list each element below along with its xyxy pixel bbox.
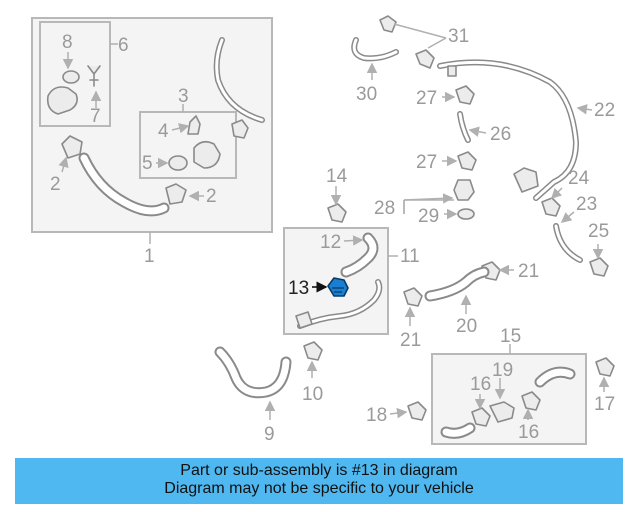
label-12: 12	[320, 232, 341, 253]
label-16-b: 16	[518, 422, 539, 443]
part-19-valve[interactable]	[489, 401, 515, 423]
label-20: 20	[456, 316, 477, 337]
part-17-clamp[interactable]	[595, 357, 615, 377]
part-29-seal[interactable]	[457, 208, 475, 220]
label-31: 31	[448, 26, 469, 47]
middle-parts	[214, 261, 514, 420]
label-25: 25	[588, 221, 609, 242]
part-23-hose[interactable]	[553, 223, 583, 263]
part-16-clamp-b[interactable]	[521, 391, 541, 411]
part-25-clamp[interactable]	[589, 257, 609, 277]
label-2-b: 2	[206, 186, 217, 207]
label-27-a: 27	[416, 88, 437, 109]
part-5-ring[interactable]	[168, 155, 188, 171]
label-1: 1	[144, 246, 155, 267]
part-14-clamp[interactable]	[327, 203, 347, 223]
part-7-bracket[interactable]	[87, 65, 101, 87]
banner-line-1: Part or sub-assembly is #13 in diagram	[180, 462, 458, 479]
upper-right-parts	[327, 15, 609, 277]
label-18: 18	[366, 405, 387, 426]
part-24-clamp[interactable]	[541, 197, 561, 217]
label-10: 10	[302, 384, 323, 405]
part-10-clamp[interactable]	[303, 341, 323, 361]
part-8-ring[interactable]	[62, 70, 80, 84]
banner-line-2: Diagram may not be specific to your vehi…	[164, 480, 474, 497]
label-4: 4	[158, 121, 169, 142]
part-13-body[interactable]	[327, 277, 349, 297]
group-6-frame	[39, 21, 111, 127]
part-2-clamp-bottom[interactable]	[165, 183, 187, 205]
part-31-clamp-a[interactable]	[379, 15, 397, 33]
label-22: 22	[594, 100, 615, 121]
label-24: 24	[568, 168, 590, 189]
part-27-clamp-b[interactable]	[457, 151, 477, 171]
label-30: 30	[356, 84, 377, 105]
label-6: 6	[118, 35, 129, 56]
label-27-b: 27	[416, 152, 437, 173]
info-banner: Part or sub-assembly is #13 in diagram D…	[15, 458, 623, 504]
label-13-highlighted[interactable]: 13	[288, 278, 309, 299]
label-28: 28	[374, 198, 395, 219]
vent-clamp[interactable]	[231, 119, 249, 139]
group-11	[283, 227, 398, 335]
pipe-end	[447, 65, 457, 77]
label-23: 23	[576, 194, 597, 215]
part-28-fitting[interactable]	[453, 179, 475, 201]
group-15	[389, 344, 615, 445]
part-13-detail	[332, 287, 344, 293]
label-5: 5	[142, 153, 153, 174]
label-9: 9	[264, 424, 275, 445]
part-2-clamp-top[interactable]	[61, 135, 83, 159]
part-21-clamp-b[interactable]	[403, 287, 423, 307]
label-3: 3	[178, 86, 189, 107]
part-3-pump[interactable]	[193, 140, 221, 169]
label-26: 26	[490, 124, 511, 145]
label-17: 17	[594, 394, 615, 415]
pipe-valve	[513, 167, 539, 193]
manifold-flange	[295, 311, 313, 329]
group-1	[31, 17, 273, 244]
label-8: 8	[62, 32, 73, 53]
callout-labels: 1 2 2 3 4 5 6 7 8 9 10 11 12 13 14 15 16…	[50, 26, 615, 445]
group-3-frame	[139, 111, 237, 179]
part-8-outlet[interactable]	[46, 86, 78, 115]
label-2-a: 2	[50, 174, 61, 195]
label-11: 11	[400, 246, 420, 267]
label-16-a: 16	[470, 374, 491, 395]
part-13-highlighted[interactable]	[327, 277, 349, 297]
label-14: 14	[326, 166, 348, 187]
label-15: 15	[500, 326, 521, 347]
label-7: 7	[90, 106, 101, 127]
label-21-a: 21	[518, 261, 539, 282]
part-31-clamp-b[interactable]	[415, 49, 435, 69]
label-29: 29	[418, 206, 439, 227]
label-21-b: 21	[400, 330, 421, 351]
part-27-clamp-a[interactable]	[455, 85, 475, 105]
label-19: 19	[492, 360, 513, 381]
part-18-clamp[interactable]	[407, 401, 427, 421]
